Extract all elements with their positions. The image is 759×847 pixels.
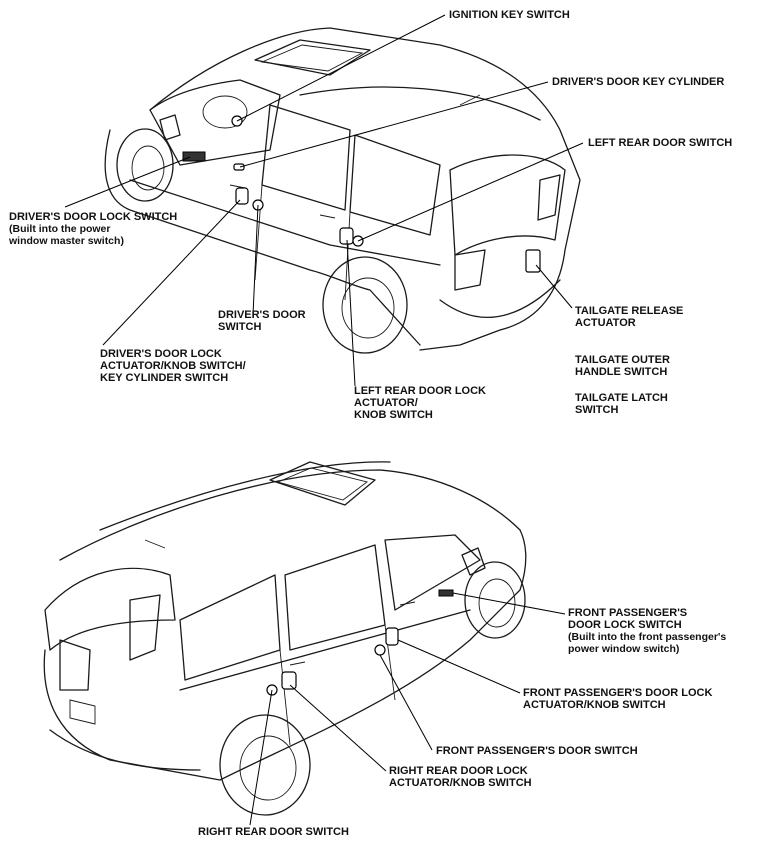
drivers-door-key-cylinder-part: [233, 163, 245, 171]
label-line: TAILGATE LATCH: [575, 392, 668, 404]
label-line: LEFT REAR DOOR SWITCH: [588, 137, 733, 149]
top-vehicle-illustration: [104, 27, 581, 354]
label-line: DRIVER'S DOOR: [218, 309, 306, 321]
label-line: KEY CYLINDER SWITCH: [100, 372, 229, 384]
label-line: ACTUATOR/KNOB SWITCH: [389, 777, 532, 789]
right-rear-door-lock-actuator-part: [281, 671, 297, 690]
label-line: FRONT PASSENGER'S DOOR LOCK: [523, 687, 713, 699]
bottom-components: [266, 589, 454, 696]
label-left-rear-door-lock-actuator: LEFT REAR DOOR LOCK ACTUATOR/ KNOB SWITC…: [354, 385, 486, 421]
label-line: ACTUATOR/KNOB SWITCH: [523, 699, 666, 711]
label-line: SWITCH: [575, 404, 619, 416]
label-drivers-door-lock-switch: DRIVER'S DOOR LOCK SWITCH (Built into th…: [9, 211, 177, 247]
label-line: power window switch): [568, 643, 680, 655]
front-passenger-door-switch-part: [374, 644, 386, 656]
top-leader-lines: [64, 14, 584, 387]
label-line: (Built into the front passenger's: [568, 631, 727, 643]
label-line: HANDLE SWITCH: [575, 366, 668, 378]
bottom-vehicle-illustration: [43, 461, 527, 816]
label-line: TAILGATE OUTER: [575, 354, 670, 366]
label-line: ACTUATOR/: [354, 397, 418, 409]
label-line: RIGHT REAR DOOR SWITCH: [198, 826, 349, 838]
label-ignition-key-switch: IGNITION KEY SWITCH: [449, 9, 570, 21]
label-drivers-door-key-cylinder: DRIVER'S DOOR KEY CYLINDER: [552, 76, 724, 88]
label-line: ACTUATOR/KNOB SWITCH/: [100, 360, 246, 372]
label-line: window master switch): [9, 235, 124, 247]
label-line: LEFT REAR DOOR LOCK: [354, 385, 486, 397]
label-front-passenger-door-lock-actuator: FRONT PASSENGER'S DOOR LOCK ACTUATOR/KNO…: [523, 687, 712, 711]
front-passenger-door-lock-switch-part: [438, 589, 454, 597]
label-line: TAILGATE RELEASE: [575, 305, 684, 317]
label-line: FRONT PASSENGER'S: [568, 607, 688, 619]
label-front-passenger-door-switch: FRONT PASSENGER'S DOOR SWITCH: [436, 745, 638, 757]
label-line: DRIVER'S DOOR LOCK SWITCH: [9, 211, 178, 223]
label-left-rear-door-switch: LEFT REAR DOOR SWITCH: [588, 137, 732, 149]
bottom-leader-lines: [249, 592, 566, 826]
front-passenger-door-lock-actuator-part: [385, 627, 399, 646]
label-line: RIGHT REAR DOOR LOCK: [389, 765, 528, 777]
label-front-passenger-door-lock-switch: FRONT PASSENGER'S DOOR LOCK SWITCH (Buil…: [568, 607, 726, 655]
label-drivers-door-switch: DRIVER'S DOOR SWITCH: [218, 309, 306, 333]
label-drivers-door-lock-actuator: DRIVER'S DOOR LOCK ACTUATOR/KNOB SWITCH/…: [100, 348, 246, 384]
label-tailgate-release-actuator: TAILGATE RELEASE ACTUATOR: [575, 305, 683, 329]
tailgate-actuator-part: [525, 249, 541, 273]
label-right-rear-door-switch: RIGHT REAR DOOR SWITCH: [198, 826, 349, 838]
label-line: IGNITION KEY SWITCH: [449, 9, 570, 21]
left-rear-door-lock-actuator-part: [339, 227, 354, 245]
label-tailgate-latch-switch: TAILGATE LATCH SWITCH: [575, 392, 668, 416]
label-line: ACTUATOR: [575, 317, 636, 329]
drivers-door-lock-switch-part: [182, 151, 206, 162]
label-line: DOOR LOCK SWITCH: [568, 619, 682, 631]
label-line: SWITCH: [218, 321, 262, 333]
label-line: DRIVER'S DOOR LOCK: [100, 348, 222, 360]
label-line: KNOB SWITCH: [354, 409, 433, 421]
top-components: [182, 115, 541, 273]
label-right-rear-door-lock-actuator: RIGHT REAR DOOR LOCK ACTUATOR/KNOB SWITC…: [389, 765, 532, 789]
label-line: (Built into the power: [9, 223, 111, 235]
label-line: FRONT PASSENGER'S DOOR SWITCH: [436, 745, 638, 757]
label-tailgate-outer-handle-switch: TAILGATE OUTER HANDLE SWITCH: [575, 354, 670, 378]
label-line: DRIVER'S DOOR KEY CYLINDER: [552, 76, 725, 88]
drivers-door-lock-actuator-part: [235, 187, 249, 205]
